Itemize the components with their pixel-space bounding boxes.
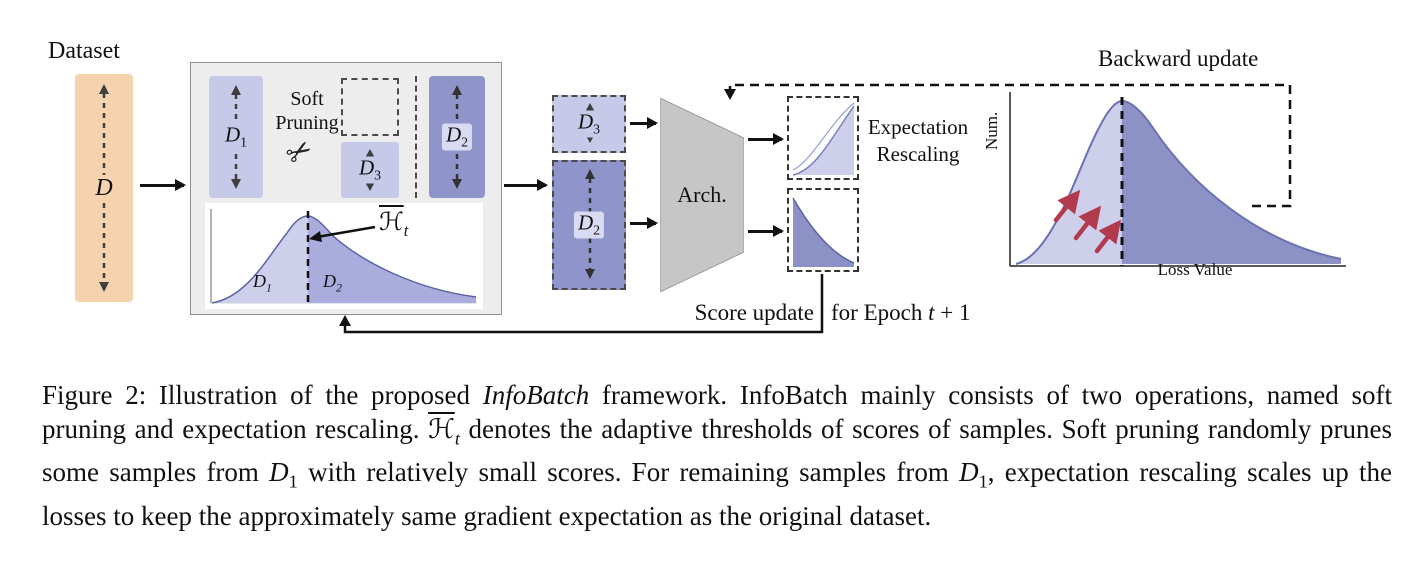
d3-label: D3: [354, 156, 386, 184]
kept-d2-block: D2: [552, 160, 626, 290]
figure-caption: Figure 2: Illustration of the proposed I…: [42, 380, 1393, 531]
caption-infobatch-italic: InfoBatch: [482, 380, 590, 410]
infobatch-framework-diagram: Dataset D D1 Soft Pruning: [48, 38, 1346, 334]
kept-d3-block: D3: [552, 95, 626, 153]
hist-d1-label: D1: [253, 271, 272, 295]
loss-distribution-plot: [1009, 92, 1346, 267]
flow-arrow: [748, 225, 784, 237]
kept-d2-label: D2: [573, 211, 605, 239]
score-density-plot: [787, 188, 859, 272]
soft-pruning-box: D1 Soft Pruning ✂ D3: [190, 62, 502, 315]
expectation-rescaling-label: Expectation Rescaling: [867, 115, 969, 166]
d2-block: D2: [429, 76, 485, 198]
increasing-curves: [792, 102, 855, 176]
d1-label: D1: [220, 123, 252, 151]
soft-pruning-label: Soft Pruning: [275, 88, 339, 134]
caption-text: Figure 2: Illustration of the proposed: [42, 380, 483, 410]
flow-arrow: [630, 117, 658, 129]
pruned-empty-slot: [341, 78, 399, 136]
caption-d1-symbol: D: [959, 457, 979, 488]
d1-block: D1: [209, 76, 263, 198]
hist-d2-label: D2: [323, 271, 342, 295]
num-axis-label: Num.: [982, 111, 1001, 150]
flow-arrow: [630, 217, 658, 229]
threshold-label: ℋt: [379, 207, 409, 241]
backward-update-label: Backward update: [1098, 46, 1259, 71]
caption-d1-symbol: D: [269, 457, 289, 488]
kept-d3-label: D3: [573, 110, 605, 138]
caption-threshold-symbol: ℋ: [428, 414, 455, 445]
score-distribution-plot: D1 D2: [205, 203, 483, 309]
score-update-label: Score update: [694, 300, 814, 325]
flow-arrow: [748, 133, 784, 145]
scissors-icon: ✂: [280, 131, 319, 174]
dataset-d-label: D: [91, 175, 117, 201]
arch-label: Arch.: [677, 182, 727, 207]
arch-trapezoid: [660, 98, 744, 292]
dataset-block: D: [75, 74, 133, 302]
loss-value-axis-label: Loss Value: [1157, 260, 1233, 279]
dashed-divider: [415, 76, 417, 198]
dataset-title: Dataset: [48, 38, 120, 64]
rescaled-loss-plot: [787, 96, 859, 180]
score-distribution-curve: [210, 209, 477, 304]
d3-block: D3: [341, 142, 399, 198]
flow-arrow: [140, 179, 186, 191]
epoch-label: for Epoch t + 1: [831, 300, 971, 325]
decreasing-curve: [792, 197, 855, 267]
d2-label: D2: [441, 123, 473, 151]
flow-arrow: [504, 179, 548, 191]
